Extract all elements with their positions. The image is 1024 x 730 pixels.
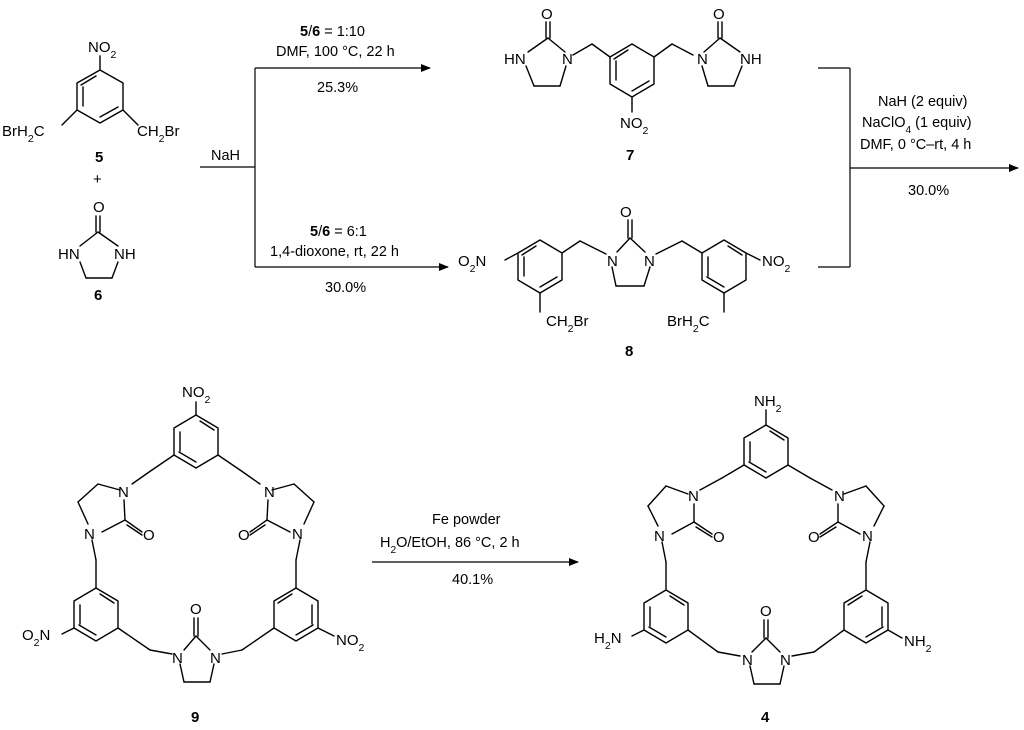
compound-7-nitro: NO2 — [620, 115, 649, 137]
compound-9-n2: N — [264, 484, 275, 501]
compound-4-oxygen-bottom: O — [760, 603, 772, 620]
compound-4-n1: N — [688, 488, 699, 505]
compound-9-n4: N — [292, 526, 303, 543]
upper-solvent: DMF, 100 °C, 22 h — [276, 44, 395, 60]
cyclization-line1: NaH (2 equiv) — [878, 94, 967, 110]
branch-arrows — [200, 64, 449, 271]
compound-9-n1: N — [118, 484, 129, 501]
compound-8-nitro-right: NO2 — [762, 253, 791, 275]
compound-4-n3: N — [654, 528, 665, 545]
cyclization-line3: DMF, 0 °C–rt, 4 h — [860, 137, 971, 153]
compound-8-oxygen: O — [620, 204, 632, 221]
compound-6-oxygen: O — [93, 199, 105, 216]
cyclization-conditions: NaH (2 equiv) NaClO4 (1 equiv) DMF, 0 °C… — [860, 94, 972, 199]
lower-ratio: 5/6 = 6:1 — [310, 224, 367, 240]
compound-9-number: 9 — [191, 709, 199, 726]
compound-9: NO2 N N N N O O O N N O2N NO2 9 — [22, 384, 365, 726]
compound-4-amine-left: H2N — [594, 630, 622, 652]
nah-reagent: NaH — [211, 148, 240, 164]
compound-9-n3: N — [84, 526, 95, 543]
reduction-conditions: Fe powder H2O/EtOH, 86 °C, 2 h 40.1% — [380, 512, 520, 588]
lower-solvent: 1,4-dioxone, rt, 22 h — [270, 244, 399, 260]
compound-7-oxygen-left: O — [541, 6, 553, 23]
compound-9-n5: N — [172, 650, 183, 667]
compound-8-n-left: N — [607, 253, 618, 270]
compound-8: O N N O2N NO2 CH2Br BrH2C 8 — [458, 204, 791, 360]
compound-6-nh-left: HN — [58, 246, 80, 263]
compound-5-nitro-label: NO2 — [88, 39, 117, 61]
compound-5-left-label: BrH2C — [2, 123, 45, 145]
reduction-line2: H2O/EtOH, 86 °C, 2 h — [380, 535, 520, 556]
compound-7-nh: NH — [740, 51, 762, 68]
compound-4-oxygen-left: O — [713, 529, 725, 546]
compound-7-oxygen-right: O — [713, 6, 725, 23]
compound-9-oxygen-left: O — [143, 527, 155, 544]
reduction-line1: Fe powder — [432, 512, 501, 528]
plus-sign: + — [93, 171, 102, 188]
compound-9-nitro-left: O2N — [22, 627, 50, 649]
compound-6-number: 6 — [94, 287, 102, 304]
compound-7-hn: HN — [504, 51, 526, 68]
compound-4-n4: N — [862, 528, 873, 545]
upper-conditions: 5/6 = 1:10 DMF, 100 °C, 22 h 25.3% — [276, 24, 395, 96]
compound-4-amine-top: NH2 — [754, 393, 782, 415]
compound-4-amine-right: NH2 — [904, 633, 932, 655]
cyclization-yield: 30.0% — [908, 183, 949, 199]
compound-9-nitro-right: NO2 — [336, 632, 365, 654]
merge-arrow — [818, 67, 1019, 268]
compound-7-n-left: N — [562, 51, 573, 68]
lower-conditions: 5/6 = 6:1 1,4-dioxone, rt, 22 h 30.0% — [270, 224, 399, 296]
compound-9-n6: N — [210, 650, 221, 667]
compound-5-number: 5 — [95, 149, 103, 166]
compound-8-nitro-left: O2N — [458, 253, 486, 275]
compound-4-oxygen-right: O — [808, 529, 820, 546]
compound-4-n2: N — [834, 488, 845, 505]
compound-4: NH2 N N N N O O O N N H2N NH2 4 — [594, 393, 932, 726]
compound-6: O HN NH 6 — [58, 199, 136, 304]
compound-6-nh-right: NH — [114, 246, 136, 263]
compound-8-ch2br-right: BrH2C — [667, 313, 710, 335]
compound-9-oxygen-bottom: O — [190, 601, 202, 618]
compound-9-oxygen-right: O — [238, 527, 250, 544]
reduction-yield: 40.1% — [452, 572, 493, 588]
compound-8-number: 8 — [625, 343, 633, 360]
compound-7-number: 7 — [626, 147, 634, 164]
compound-4-n6: N — [780, 652, 791, 669]
compound-8-n-right: N — [644, 253, 655, 270]
lower-yield: 30.0% — [325, 280, 366, 296]
compound-5: NO2 BrH2C CH2Br 5 — [2, 39, 180, 166]
compound-5-right-label: CH2Br — [137, 123, 180, 145]
upper-yield: 25.3% — [317, 80, 358, 96]
compound-8-ch2br-left: CH2Br — [546, 313, 589, 335]
compound-9-nitro-top: NO2 — [182, 384, 211, 406]
compound-7-n-right: N — [697, 51, 708, 68]
upper-ratio: 5/6 = 1:10 — [300, 24, 365, 40]
cyclization-line2: NaClO4 (1 equiv) — [862, 115, 972, 136]
compound-4-number: 4 — [761, 709, 770, 726]
compound-4-n5: N — [742, 652, 753, 669]
compound-7: O O N N HN NH NO2 7 — [504, 6, 762, 164]
